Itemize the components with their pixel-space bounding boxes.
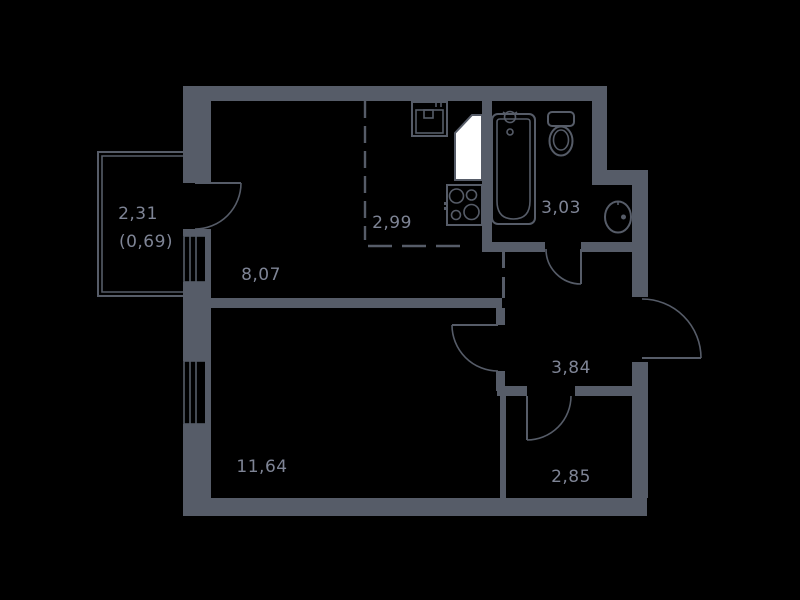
toilet-bowl-inner <box>552 129 570 151</box>
sink-basin <box>415 109 444 134</box>
bathtub-inner <box>496 118 531 220</box>
kitchen-zone-divider <box>363 101 470 248</box>
exterior-walls <box>183 86 648 516</box>
bathtub-icon <box>491 110 536 225</box>
room-label-hallway: 3,84 <box>551 358 591 378</box>
room-label-storage: 2,85 <box>551 467 591 487</box>
wall-hallway-storage-right <box>575 386 632 396</box>
stove-knob <box>444 202 447 205</box>
window-sill <box>205 361 211 424</box>
door-storage <box>526 395 572 441</box>
washbasin-bowl <box>604 200 632 234</box>
washbasin-icon <box>604 200 632 234</box>
balcony-inner-line <box>101 155 183 293</box>
wall-hallway-stub-lower <box>496 371 505 391</box>
wall-bottom <box>183 498 647 516</box>
wall-left-stub <box>183 229 211 236</box>
toilet-bowl <box>548 125 574 157</box>
wall-hallway-stub-upper <box>496 308 505 325</box>
wall-top <box>183 86 607 101</box>
burner <box>450 209 462 221</box>
bathtub-outer <box>491 113 536 225</box>
window-sill <box>205 236 211 282</box>
toilet-tank <box>547 111 575 127</box>
balcony-outline <box>97 151 183 297</box>
wall-right-bathroom <box>592 101 607 178</box>
door-swing-arc <box>526 395 572 441</box>
wall-left-upper <box>183 86 211 183</box>
room-label-bathroom: 3,03 <box>541 198 581 218</box>
kitchen-sink-icon <box>411 101 448 137</box>
wall-storage-left <box>500 396 506 498</box>
door-swing-arc <box>641 298 702 359</box>
wall-right-lower <box>632 362 648 498</box>
window-balcony <box>183 235 211 283</box>
washbasin-drain <box>621 214 626 220</box>
sink-outer <box>411 101 448 137</box>
mixer-handle <box>502 111 507 115</box>
burner <box>463 203 480 221</box>
wall-hallway-storage-left <box>497 386 527 396</box>
room-label-hall: 8,07 <box>241 265 281 285</box>
wall-right-upper <box>632 185 648 297</box>
burner <box>448 188 465 204</box>
door-swing-arc <box>194 182 242 230</box>
door-entrance <box>641 298 702 359</box>
wall-left-middle <box>183 282 211 361</box>
wall-bathroom-bottom-left <box>482 242 545 252</box>
shower-mixer-icon <box>503 110 517 124</box>
wall-hall-bedroom <box>211 298 502 308</box>
wall-left-lower <box>183 424 211 498</box>
door-swing-arc <box>451 324 499 372</box>
wall-kitchen-passage-upper <box>502 252 505 268</box>
burner <box>465 189 478 201</box>
stove-icon <box>444 184 483 226</box>
room-label-balcony: 2,31 <box>118 204 158 224</box>
stove-knob <box>444 207 447 210</box>
wall-bathroom-bottom-right <box>581 242 648 252</box>
door-bedroom <box>451 324 499 372</box>
wall-bathroom-left <box>482 101 492 252</box>
window-bedroom <box>183 360 211 425</box>
toilet-icon <box>547 111 575 157</box>
door-swing-arc <box>545 248 582 285</box>
wall-right-step <box>592 170 648 185</box>
sink-faucet <box>423 109 434 119</box>
balcony-outer-line <box>97 151 183 297</box>
room-label-bedroom: 11,64 <box>236 457 287 477</box>
room-labels: 2,31 (0,69) 8,07 2,99 3,03 3,84 2,85 11,… <box>118 198 591 487</box>
interior-walls <box>211 101 648 498</box>
mixer-handle <box>513 111 518 115</box>
room-label-kitchen-zone: 2,99 <box>372 213 412 233</box>
door-bathroom <box>545 248 582 285</box>
room-label-balcony-secondary: (0,69) <box>119 232 173 252</box>
wall-kitchen-passage-lower <box>502 277 505 298</box>
refrigerator-body <box>454 114 483 181</box>
door-balcony <box>194 182 242 230</box>
drain <box>506 128 514 136</box>
refrigerator-icon <box>454 114 483 181</box>
